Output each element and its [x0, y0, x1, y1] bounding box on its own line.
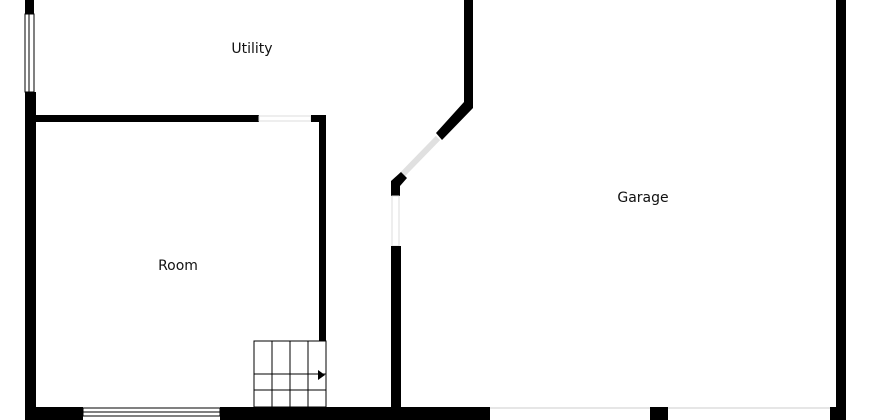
room-top-wall-right — [311, 115, 326, 122]
stairs-arrow-icon — [318, 370, 325, 380]
stairs — [253, 340, 327, 408]
divider-wall-top — [464, 0, 473, 108]
bottom-wall-pillar — [650, 407, 668, 420]
right-wall — [836, 0, 846, 420]
room-top-wall — [34, 115, 259, 122]
divider-wall-angled-bottom — [391, 172, 407, 196]
left-wall-top-stub — [25, 0, 34, 14]
garage-side-door — [391, 195, 400, 247]
room-right-wall — [319, 115, 326, 341]
left-wall — [25, 92, 36, 420]
divider-wall-angled-top — [436, 102, 473, 140]
room-label-utility: Utility — [231, 41, 272, 57]
room-top-door — [258, 115, 312, 122]
room-label-room: Room — [158, 258, 198, 274]
room-label-garage: Garage — [617, 190, 668, 206]
angled-door — [398, 135, 441, 179]
bottom-wall-left — [25, 407, 83, 420]
divider-wall-bottom — [391, 246, 401, 420]
bottom-wall-mid — [220, 407, 490, 420]
